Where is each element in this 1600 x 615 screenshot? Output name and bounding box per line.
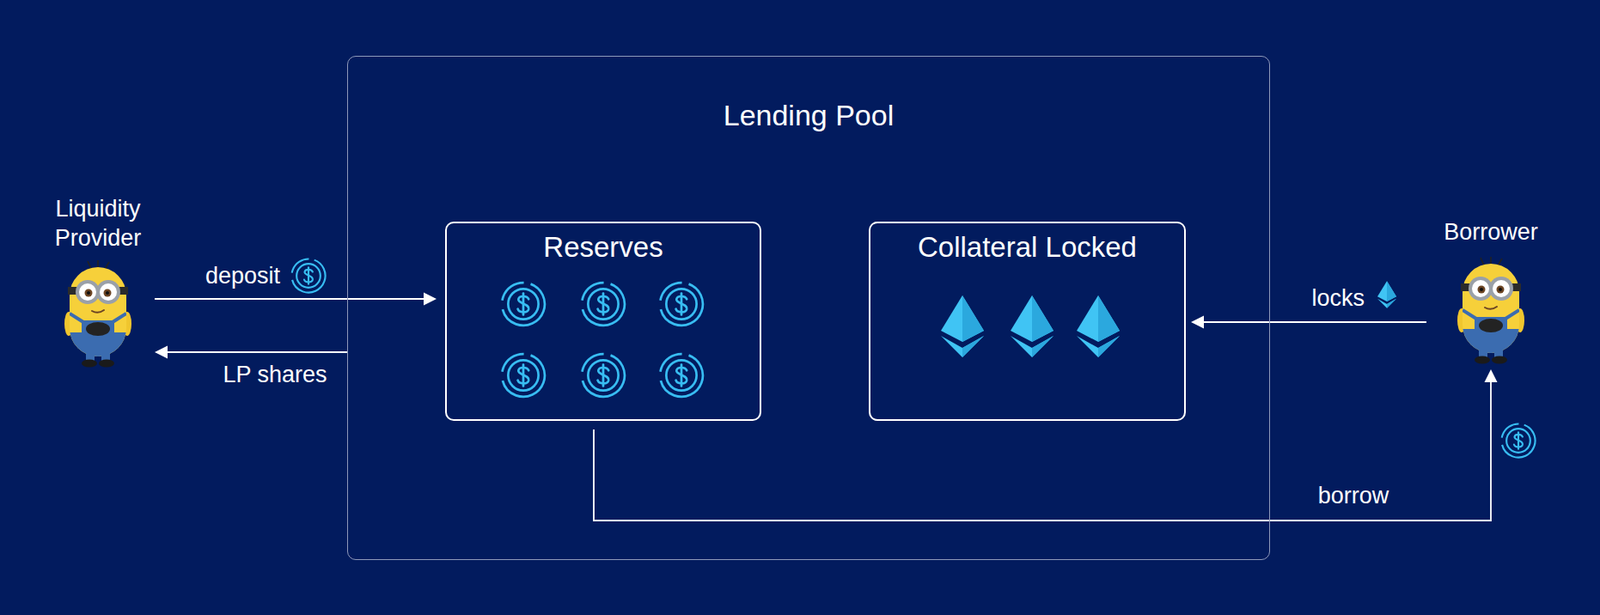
eth-icon [1377,280,1397,309]
edge-label: locks [1307,284,1368,312]
arrowhead [1190,316,1204,330]
eth-icon [1076,295,1120,358]
edge-label: deposit [201,262,284,290]
flow-arrow [154,293,437,306]
process-box: Collateral Locked [868,221,1186,422]
coin-icon [495,348,551,404]
arrowhead [1484,369,1498,383]
node-label: Liquidity Provider [46,194,150,253]
process-box: Reserves [445,221,762,422]
edge-label: borrow [1314,482,1393,510]
pool-container: Lending PoolReserves Collateral Locked [347,55,1271,561]
coin-icon [575,276,631,332]
provider-figure [61,260,135,368]
coin-icon [653,276,709,332]
connector-line [154,298,424,300]
borrower-figure [1453,256,1528,365]
node-label: Collateral Locked [875,230,1179,265]
coin-icon [287,254,330,298]
node-label: Reserves [451,230,755,265]
arrowhead [423,293,437,306]
actor-node: Borrower [1426,210,1556,370]
arrowhead [154,346,168,360]
connector-line [167,351,348,354]
edge-label: LP shares [219,360,330,389]
connector-line [593,382,1491,521]
node-label: Lending Pool [353,97,1265,134]
coin-icon [653,348,709,404]
eth-icon [1010,295,1054,358]
node-label: Borrower [1431,218,1551,247]
flow-arrow [154,346,348,360]
flow-arrow [593,369,1498,521]
connector-line [1203,321,1427,324]
actor-node: Liquidity Provider [41,193,155,370]
coin-icon [495,276,551,332]
eth-icon [940,295,984,358]
coin-icon [575,348,631,404]
flow-arrow [1190,316,1427,330]
coin-icon [1496,419,1540,463]
